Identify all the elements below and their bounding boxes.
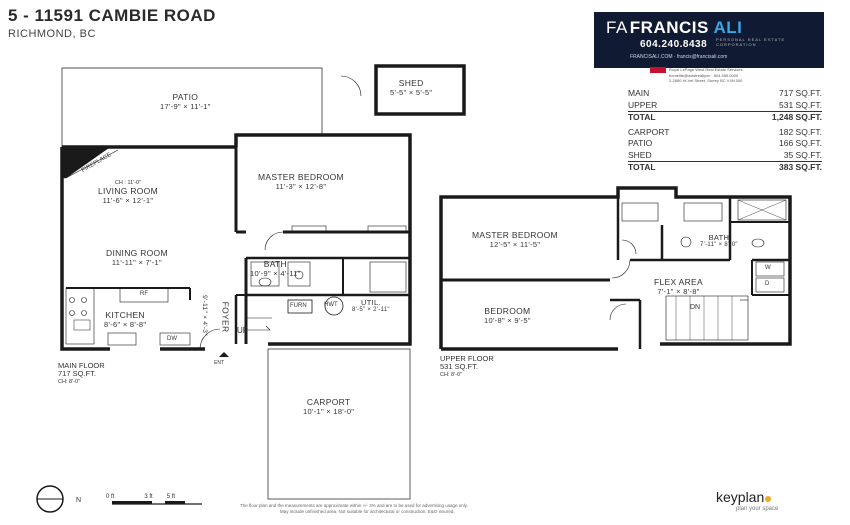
property-address: 5 - 11591 CAMBIE ROAD bbox=[8, 6, 216, 25]
royal-lepage-logo-icon bbox=[650, 67, 666, 73]
keyplan-tagline: plan your space bbox=[736, 506, 779, 512]
furnace-label: FURN bbox=[290, 303, 307, 309]
shed-walls bbox=[374, 64, 466, 116]
agent-email: FRANCISALI.COM · francis@francisali.com bbox=[630, 54, 728, 60]
washer-label: W bbox=[765, 265, 771, 271]
disclaimer: The floor plan and the measurements are … bbox=[240, 503, 468, 514]
north-label: N bbox=[76, 497, 82, 504]
patio-outline bbox=[61, 67, 323, 150]
hot-water-tank-label: HWT bbox=[324, 302, 338, 308]
dishwasher-label: DW bbox=[167, 336, 177, 342]
agent-phone: 604.240.8438 bbox=[640, 39, 708, 50]
stairs-up-label: UP bbox=[237, 326, 249, 335]
entry-label: ENT bbox=[214, 360, 224, 366]
property-city: RICHMOND, BC bbox=[8, 28, 96, 40]
carport-outline bbox=[267, 348, 411, 500]
agent-tagline: PERSONAL REAL ESTATE CORPORATION bbox=[716, 37, 786, 47]
brokerage-info: Royal LePage West Real Estate Services h… bbox=[650, 67, 743, 83]
entry-arrow-icon bbox=[219, 352, 229, 357]
main-floor-exterior bbox=[60, 147, 110, 351]
dryer-label: D bbox=[765, 281, 770, 287]
room-utility: UTIL.8'-5" × 2'-11" bbox=[352, 298, 390, 313]
fa-logo-icon: FA bbox=[606, 18, 628, 37]
keyplan-logo: keyplan bbox=[716, 489, 772, 505]
refrigerator-label: RF bbox=[140, 291, 148, 297]
stairs-down-label: DN bbox=[690, 304, 701, 311]
keyplan-dot-icon bbox=[765, 496, 772, 502]
